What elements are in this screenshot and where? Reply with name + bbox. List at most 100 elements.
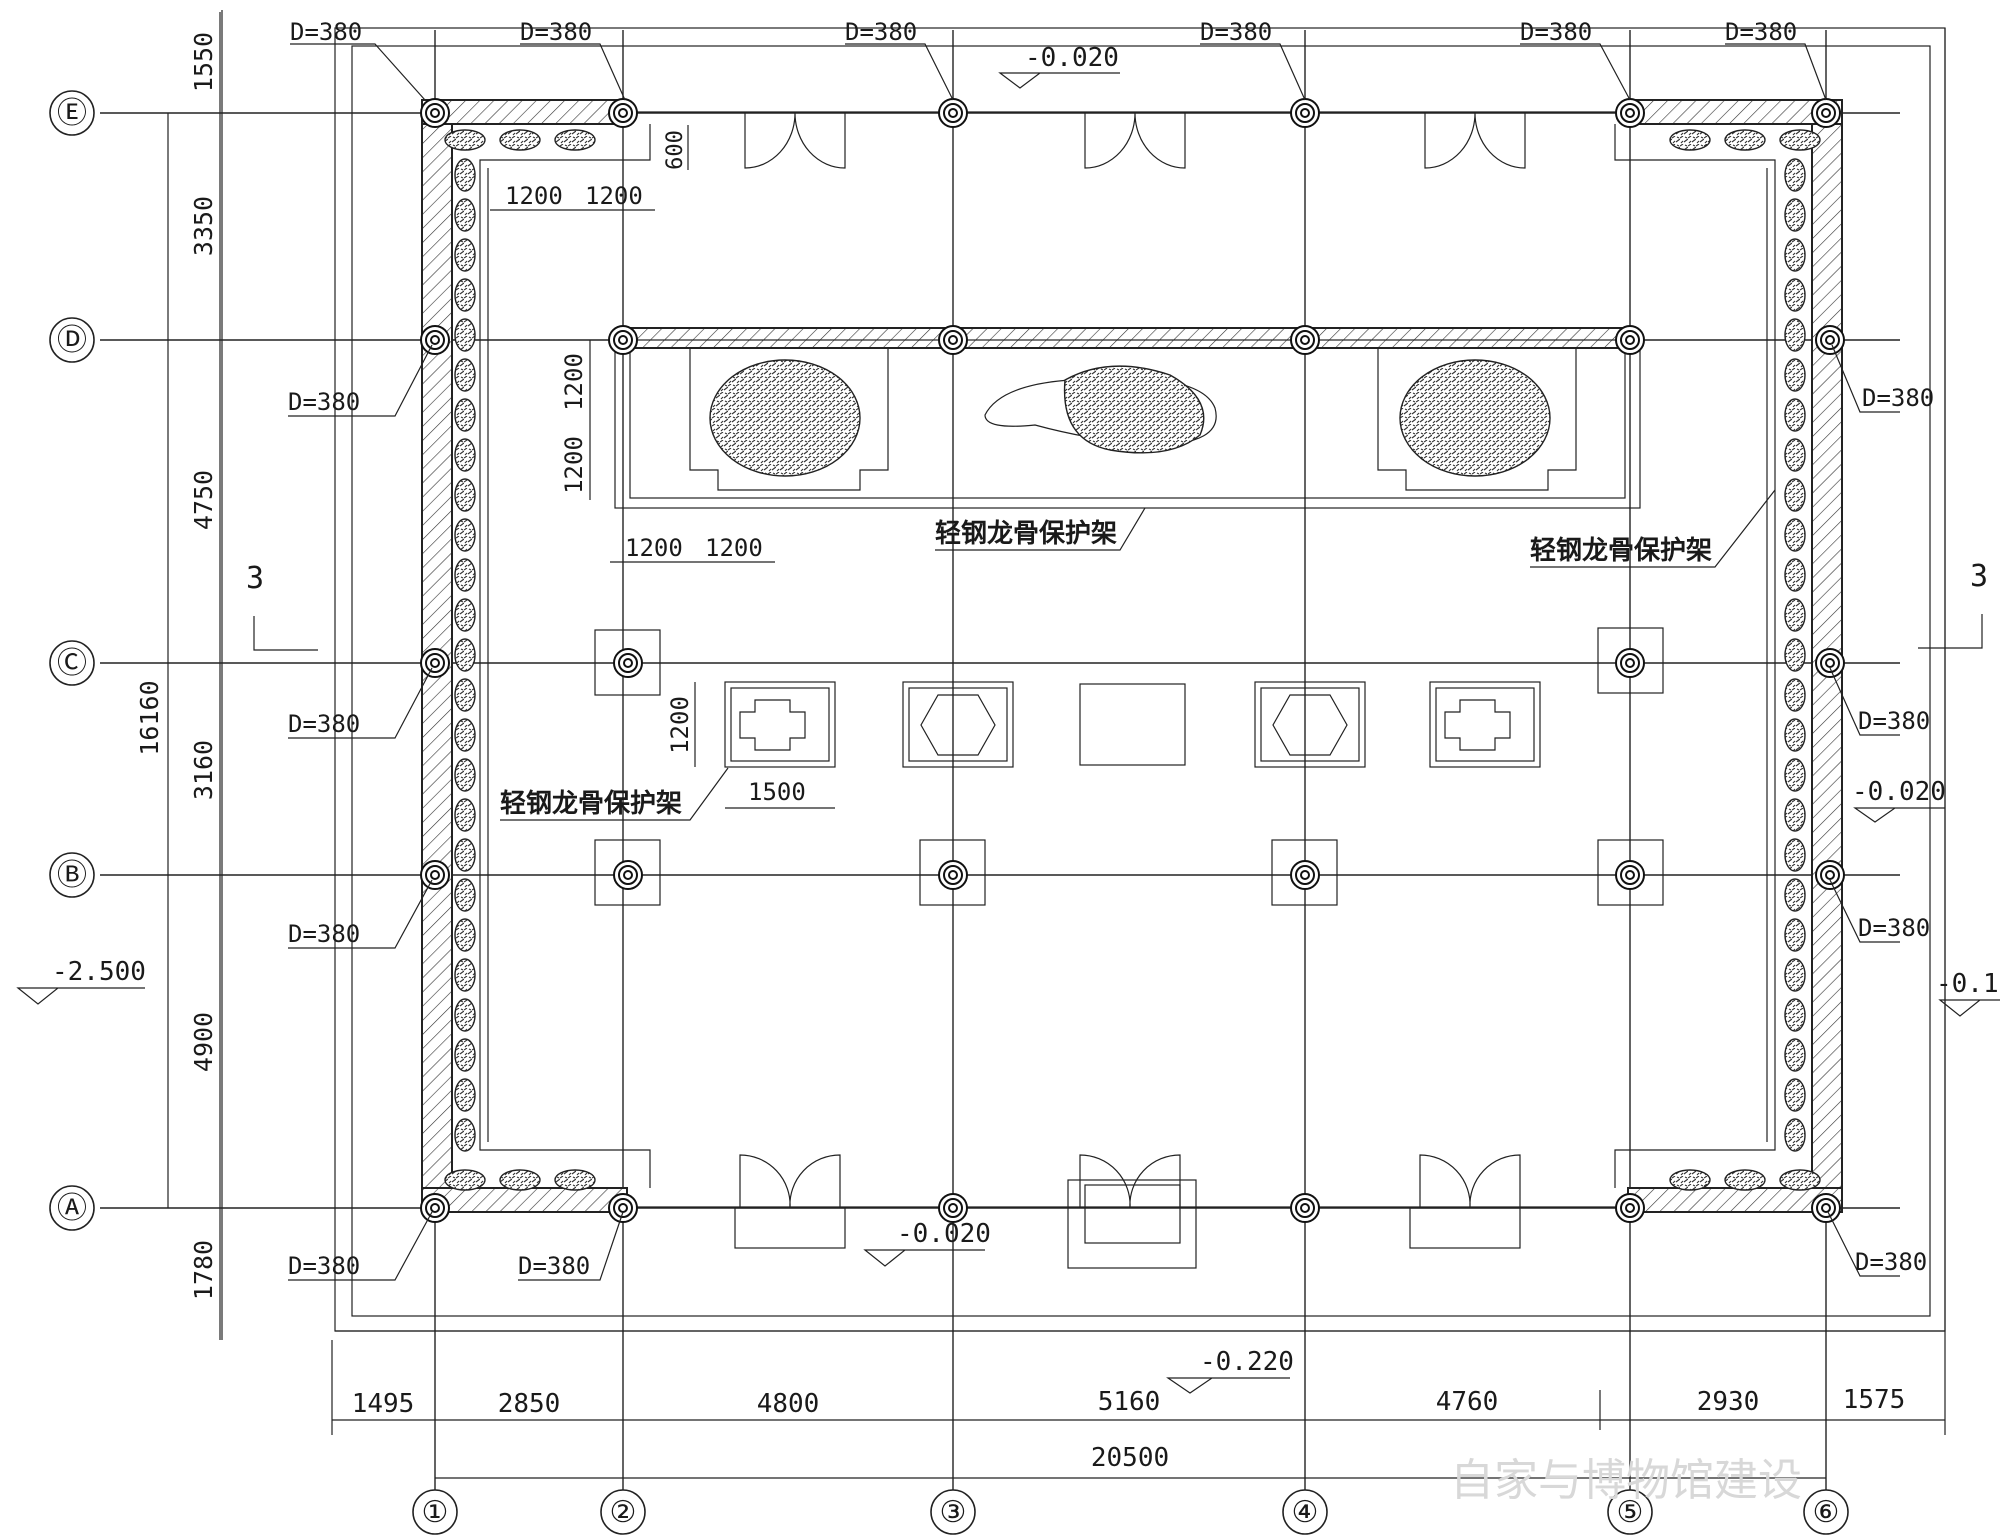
dia-label-6: D=380 <box>1725 18 1797 46</box>
dim-bottom-4: 5160 <box>1098 1387 1161 1417</box>
dim-bottom-3: 4800 <box>757 1389 820 1419</box>
left-stones-8 <box>454 478 476 512</box>
column-9 <box>948 335 958 345</box>
right-stones-9 <box>1784 518 1806 552</box>
grid-lines <box>100 30 1900 1490</box>
left-stones-10 <box>454 558 476 592</box>
right-stones-12 <box>1784 638 1806 672</box>
column-15 <box>1625 658 1635 668</box>
column-23 <box>430 1203 440 1213</box>
dim-bottom-labels: 1495 2850 4800 5160 4760 2930 1575 20500 <box>352 1385 1906 1473</box>
column-4 <box>1300 108 1310 118</box>
column-25 <box>948 1203 958 1213</box>
watermark: 自家与博物馆建设 <box>1450 1455 1802 1506</box>
dim-bottom-total: 20500 <box>1091 1443 1169 1473</box>
right-stones-21 <box>1784 998 1806 1032</box>
small-dims: 1200 1200 600 1200 1200 1200 1200 1200 1… <box>490 125 835 809</box>
right-stones-7 <box>1784 438 1806 472</box>
dim-bottom-2: 2850 <box>498 1389 561 1419</box>
right-stones-11 <box>1784 598 1806 632</box>
right-stones-1 <box>1784 198 1806 232</box>
doors-bottom <box>734 1154 1521 1269</box>
small-dim-v1: 1200 <box>560 353 588 411</box>
right-stones-19 <box>1784 918 1806 952</box>
site-boundary <box>219 12 1946 1340</box>
grid-label-col-2: ② <box>610 1495 637 1530</box>
left-stones-21 <box>454 998 476 1032</box>
left-stones-5 <box>454 358 476 392</box>
column-8 <box>618 335 628 345</box>
elevation-marks: -0.020 -0.020 -0.220 -2.500 -0.020 -0.12 <box>16 43 2000 1394</box>
right-stones-10 <box>1784 558 1806 592</box>
grid-label-row-b: Ⓑ <box>57 858 87 893</box>
column-footings <box>594 627 1664 906</box>
column-28 <box>1821 1203 1831 1213</box>
wall-stones <box>444 129 1821 1191</box>
dia-label-7: D=380 <box>288 388 360 416</box>
grid-label-row-d: Ⓓ <box>57 323 87 358</box>
grid-label-col-5: ⑤ <box>1617 1495 1644 1530</box>
dia-label-12: D=380 <box>1862 384 1934 412</box>
grid-label-row-c: Ⓒ <box>57 646 87 681</box>
doors-top <box>744 112 1526 169</box>
left-stones-18 <box>454 878 476 912</box>
left-stones-13 <box>454 678 476 712</box>
right-stones-3 <box>1784 278 1806 312</box>
grid-label-col-6: ⑥ <box>1813 1495 1840 1530</box>
right-stones-6 <box>1784 398 1806 432</box>
dim-left-total: 16160 <box>135 680 164 755</box>
column-dia-labels: D=380 D=380 D=380 D=380 D=380 D=380 D=38… <box>288 18 1934 1281</box>
left-stones-4 <box>454 318 476 352</box>
right-stones-18 <box>1784 878 1806 912</box>
column-20 <box>1300 870 1310 880</box>
small-dim-3: 1200 <box>625 534 683 562</box>
small-dim-1: 1200 <box>505 182 563 210</box>
left-stones-12 <box>454 638 476 672</box>
left-stones-19 <box>454 918 476 952</box>
column-22 <box>1825 870 1835 880</box>
frame-labels: 轻钢龙骨保护架 轻钢龙骨保护架 轻钢龙骨保护架 <box>500 489 1776 821</box>
dim-left-5: 4900 <box>189 1012 218 1072</box>
dim-bottom-5: 4760 <box>1436 1387 1499 1417</box>
column-24 <box>618 1203 628 1213</box>
small-dim-2: 1200 <box>585 182 643 210</box>
column-16 <box>1825 658 1835 668</box>
left-stones-23 <box>454 1078 476 1112</box>
section-mark-left: 3 <box>246 561 264 596</box>
dim-bottom-7: 1575 <box>1843 1385 1906 1415</box>
dia-label-14: D=380 <box>1858 914 1930 942</box>
column-1 <box>430 108 440 118</box>
elev-right-low: -0.12 <box>1936 969 2000 999</box>
right-stones-13 <box>1784 678 1806 712</box>
dim-bottom <box>331 1340 1946 1479</box>
section-marks: 3 3 <box>246 559 1988 651</box>
elev-top: -0.020 <box>1025 43 1119 73</box>
grid-label-col-4: ④ <box>1292 1495 1319 1530</box>
dia-label-8: D=380 <box>288 710 360 738</box>
column-5 <box>1625 108 1635 118</box>
dim-bottom-6: 2930 <box>1697 1387 1760 1417</box>
left-stones-1 <box>454 198 476 232</box>
dia-label-11: D=380 <box>518 1252 590 1280</box>
right-stones-15 <box>1784 758 1806 792</box>
right-stones-22 <box>1784 1038 1806 1072</box>
right-stones-17 <box>1784 838 1806 872</box>
column-13 <box>430 658 440 668</box>
dim-left-labels: 1550 3350 4750 3160 4900 1780 16160 <box>135 32 218 1300</box>
column-21 <box>1625 870 1635 880</box>
elev-bottom-outer: -0.220 <box>1200 1347 1294 1377</box>
column-26 <box>1300 1203 1310 1213</box>
grid-label-row-e: Ⓔ <box>57 96 87 131</box>
dia-label-9: D=380 <box>288 920 360 948</box>
grid-bubbles-left: Ⓔ Ⓓ Ⓒ Ⓑ Ⓐ <box>49 90 95 1231</box>
display-cases-small <box>724 681 1541 768</box>
column-10 <box>1300 335 1310 345</box>
right-stones-2 <box>1784 238 1806 272</box>
right-stones-23 <box>1784 1078 1806 1112</box>
right-stones-0 <box>1784 158 1806 192</box>
column-12 <box>1825 335 1835 345</box>
dim-bottom-1: 1495 <box>352 1389 415 1419</box>
column-27 <box>1625 1203 1635 1213</box>
small-dim-h600: 600 <box>663 130 688 170</box>
